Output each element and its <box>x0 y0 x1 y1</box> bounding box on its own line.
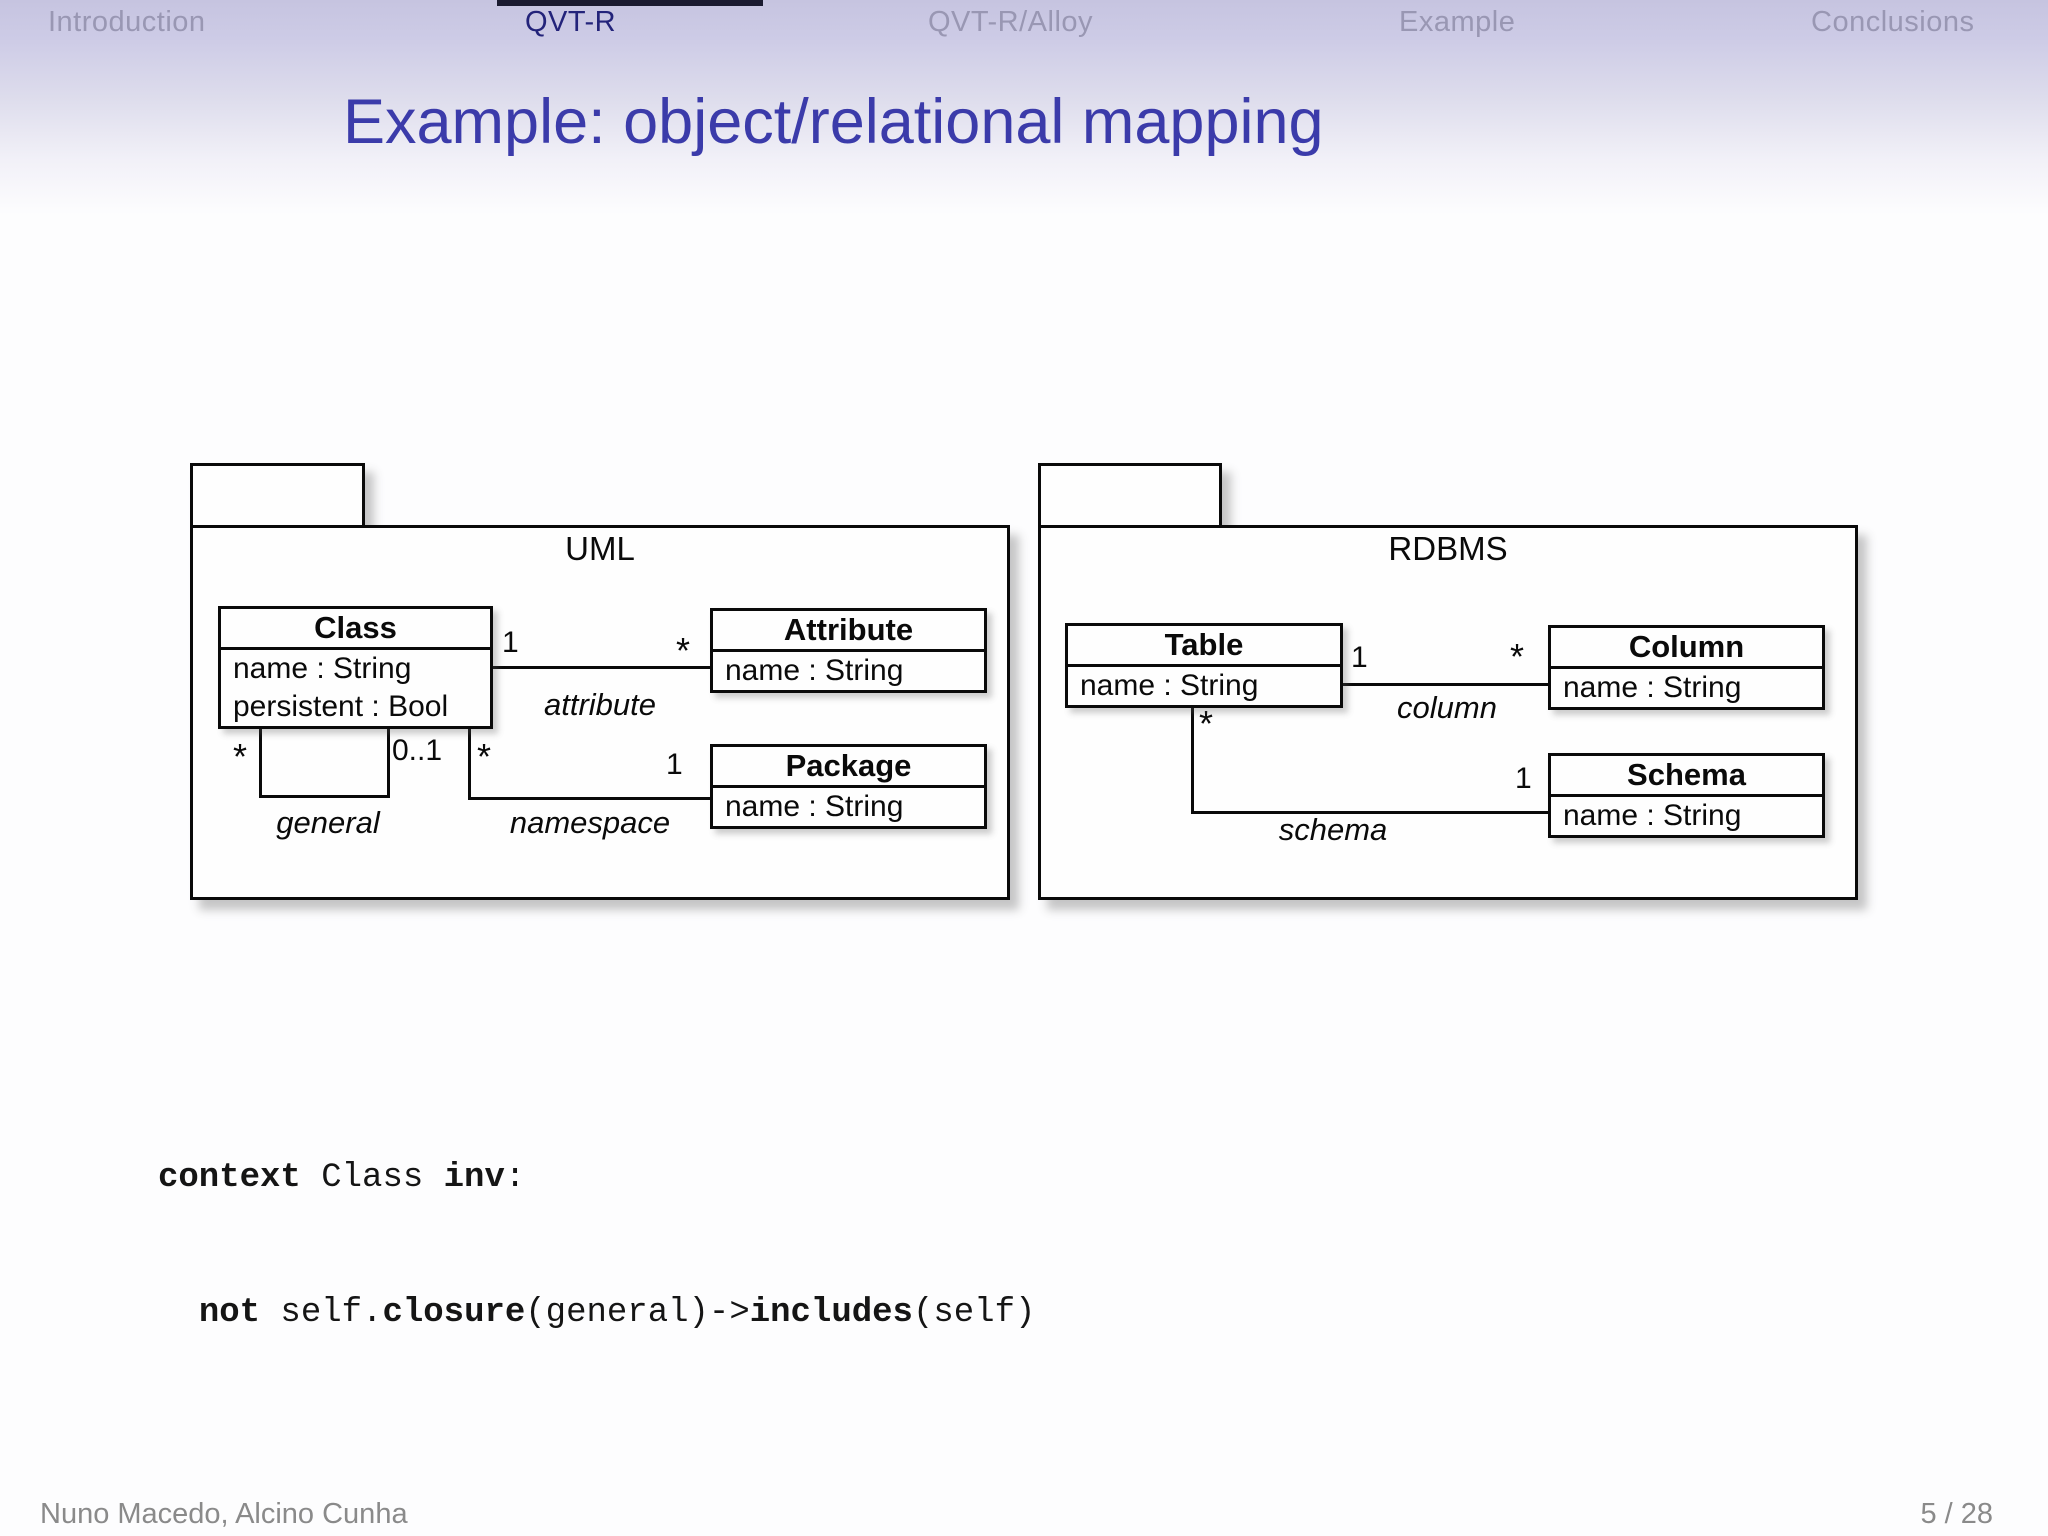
rdbms-package-body <box>1038 525 1858 900</box>
namespace-association-label: namespace <box>509 805 671 840</box>
ocl-code-block: context Class inv: not self.closure(gene… <box>158 1066 1035 1426</box>
uml-package-name: UML <box>565 530 635 567</box>
attribute-association-line <box>493 666 710 669</box>
column-mult-star: * <box>1510 636 1525 677</box>
rdbms-package-name: RDBMS <box>1388 530 1508 567</box>
nav-item-introduction[interactable]: Introduction <box>48 6 206 38</box>
general-association-right-leg <box>387 729 390 795</box>
schema-box: Schema name : String <box>1548 753 1825 838</box>
general-mult-01: 0..1 <box>392 734 443 767</box>
uml-package-tab <box>190 463 365 528</box>
page-title: Example: object/relational mapping <box>343 87 1324 157</box>
namespace-mult-star: * <box>477 736 492 777</box>
package-box-header: Package <box>713 747 984 788</box>
general-association-left-leg <box>259 729 262 795</box>
header-gradient <box>0 0 2048 215</box>
footer-authors: Nuno Macedo, Alcino Cunha <box>40 1498 408 1530</box>
class-box-header: Class <box>221 609 490 650</box>
nav-item-example[interactable]: Example <box>1399 6 1516 38</box>
column-box-header: Column <box>1551 628 1822 669</box>
attribute-box-header: Attribute <box>713 611 984 652</box>
attribute-mult-1: 1 <box>502 626 519 659</box>
nav-item-conclusions[interactable]: Conclusions <box>1811 6 1975 38</box>
attribute-mult-star: * <box>676 630 691 671</box>
class-attr-name: name : String <box>233 652 412 685</box>
schema-attr-name: name : String <box>1563 799 1742 832</box>
column-association-line <box>1343 683 1548 686</box>
table-attr-name: name : String <box>1080 669 1259 702</box>
nav-item-qvtr[interactable]: QVT-R <box>525 6 617 38</box>
schema-association-line <box>1191 811 1548 814</box>
ocl-code-line-1: context Class inv: <box>158 1159 526 1197</box>
schema-mult-1: 1 <box>1515 762 1532 795</box>
general-association-label: general <box>276 805 380 840</box>
schema-association-label: schema <box>1278 812 1388 847</box>
general-association-bottom-line <box>259 795 390 798</box>
column-mult-1: 1 <box>1351 641 1368 674</box>
nav-item-qvtr-alloy[interactable]: QVT-R/Alloy <box>928 6 1094 38</box>
package-attr-name: name : String <box>725 790 904 823</box>
attribute-box: Attribute name : String <box>710 608 987 693</box>
schema-mult-star: * <box>1199 703 1214 744</box>
general-mult-star: * <box>233 736 248 777</box>
column-association-label: column <box>1397 690 1497 725</box>
column-box: Column name : String <box>1548 625 1825 710</box>
footer-page-number: 5 / 28 <box>1920 1498 1993 1530</box>
ocl-code-line-2: not self.closure(general)->includes(self… <box>198 1294 1036 1332</box>
attribute-association-label: attribute <box>543 687 657 722</box>
column-attr-name: name : String <box>1563 671 1742 704</box>
table-box-header: Table <box>1068 626 1340 667</box>
class-attr-persistent: persistent : Bool <box>233 690 449 723</box>
schema-box-header: Schema <box>1551 756 1822 797</box>
top-artifact-strip <box>497 0 763 6</box>
package-box: Package name : String <box>710 744 987 829</box>
namespace-association-leg <box>468 729 471 797</box>
attribute-attr-name: name : String <box>725 654 904 687</box>
schema-association-leg <box>1191 707 1194 811</box>
rdbms-package-tab <box>1038 463 1222 528</box>
namespace-mult-1: 1 <box>666 748 683 781</box>
namespace-association-line <box>468 797 710 800</box>
class-box: Class name : String persistent : Bool <box>218 606 493 729</box>
table-box: Table name : String <box>1065 623 1343 708</box>
